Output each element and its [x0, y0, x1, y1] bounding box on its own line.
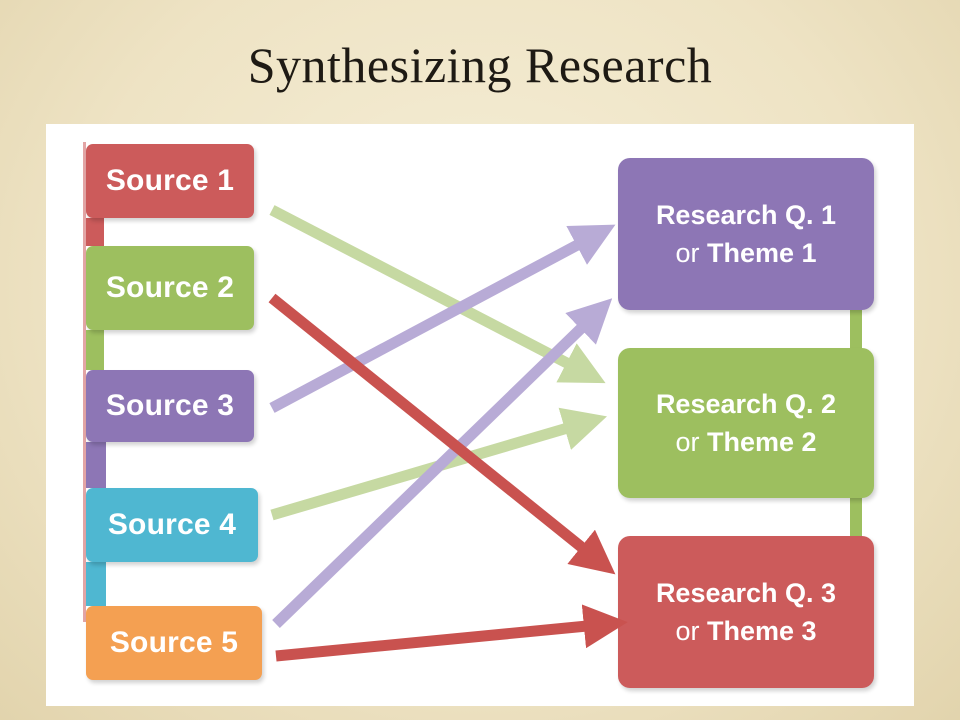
- source-label: Source 5: [109, 626, 239, 659]
- theme-name: Theme 2: [706, 427, 817, 457]
- theme-name: Theme 1: [706, 238, 817, 268]
- theme-box-3: Research Q. 3 or Theme 3: [618, 536, 874, 688]
- theme-name: Theme 3: [706, 616, 817, 646]
- theme-or: or: [675, 427, 700, 457]
- source-connector-strip-purple: [86, 442, 106, 488]
- source-connector-strip-blue: [86, 562, 106, 606]
- theme-connector-strip-bottom: [850, 498, 862, 536]
- source-label: Source 3: [105, 389, 235, 422]
- source-connector-strip-green: [86, 330, 104, 370]
- theme-question: Research Q. 1: [655, 200, 837, 230]
- source-box-2: Source 2: [86, 246, 254, 330]
- theme-connector-strip-top: [850, 310, 862, 348]
- arrow-source1-to-theme2: [269, 205, 606, 384]
- source-box-5: Source 5: [86, 606, 262, 680]
- theme-question: Research Q. 3: [655, 578, 837, 608]
- theme-box-1: Research Q. 1 or Theme 1: [618, 158, 874, 310]
- source-connector-strip-red: [86, 218, 104, 246]
- arrow-source2-to-theme3: [268, 293, 616, 575]
- source-box-3: Source 3: [86, 370, 254, 442]
- theme-or: or: [675, 616, 700, 646]
- source-label: Source 2: [105, 271, 235, 304]
- source-connector-line: [83, 142, 86, 622]
- arrow-source3-to-theme1: [269, 224, 616, 413]
- source-label: Source 4: [107, 508, 237, 541]
- arrow-source5-to-theme1: [272, 298, 613, 628]
- arrow-source5-to-theme3: [275, 604, 628, 662]
- slide-title: Synthesizing Research: [247, 37, 713, 93]
- theme-box-2: Research Q. 2 or Theme 2: [618, 348, 874, 498]
- source-label: Source 1: [105, 164, 235, 197]
- theme-or: or: [675, 238, 700, 268]
- source-box-4: Source 4: [86, 488, 258, 562]
- source-box-1: Source 1: [86, 144, 254, 218]
- theme-question: Research Q. 2: [655, 389, 837, 419]
